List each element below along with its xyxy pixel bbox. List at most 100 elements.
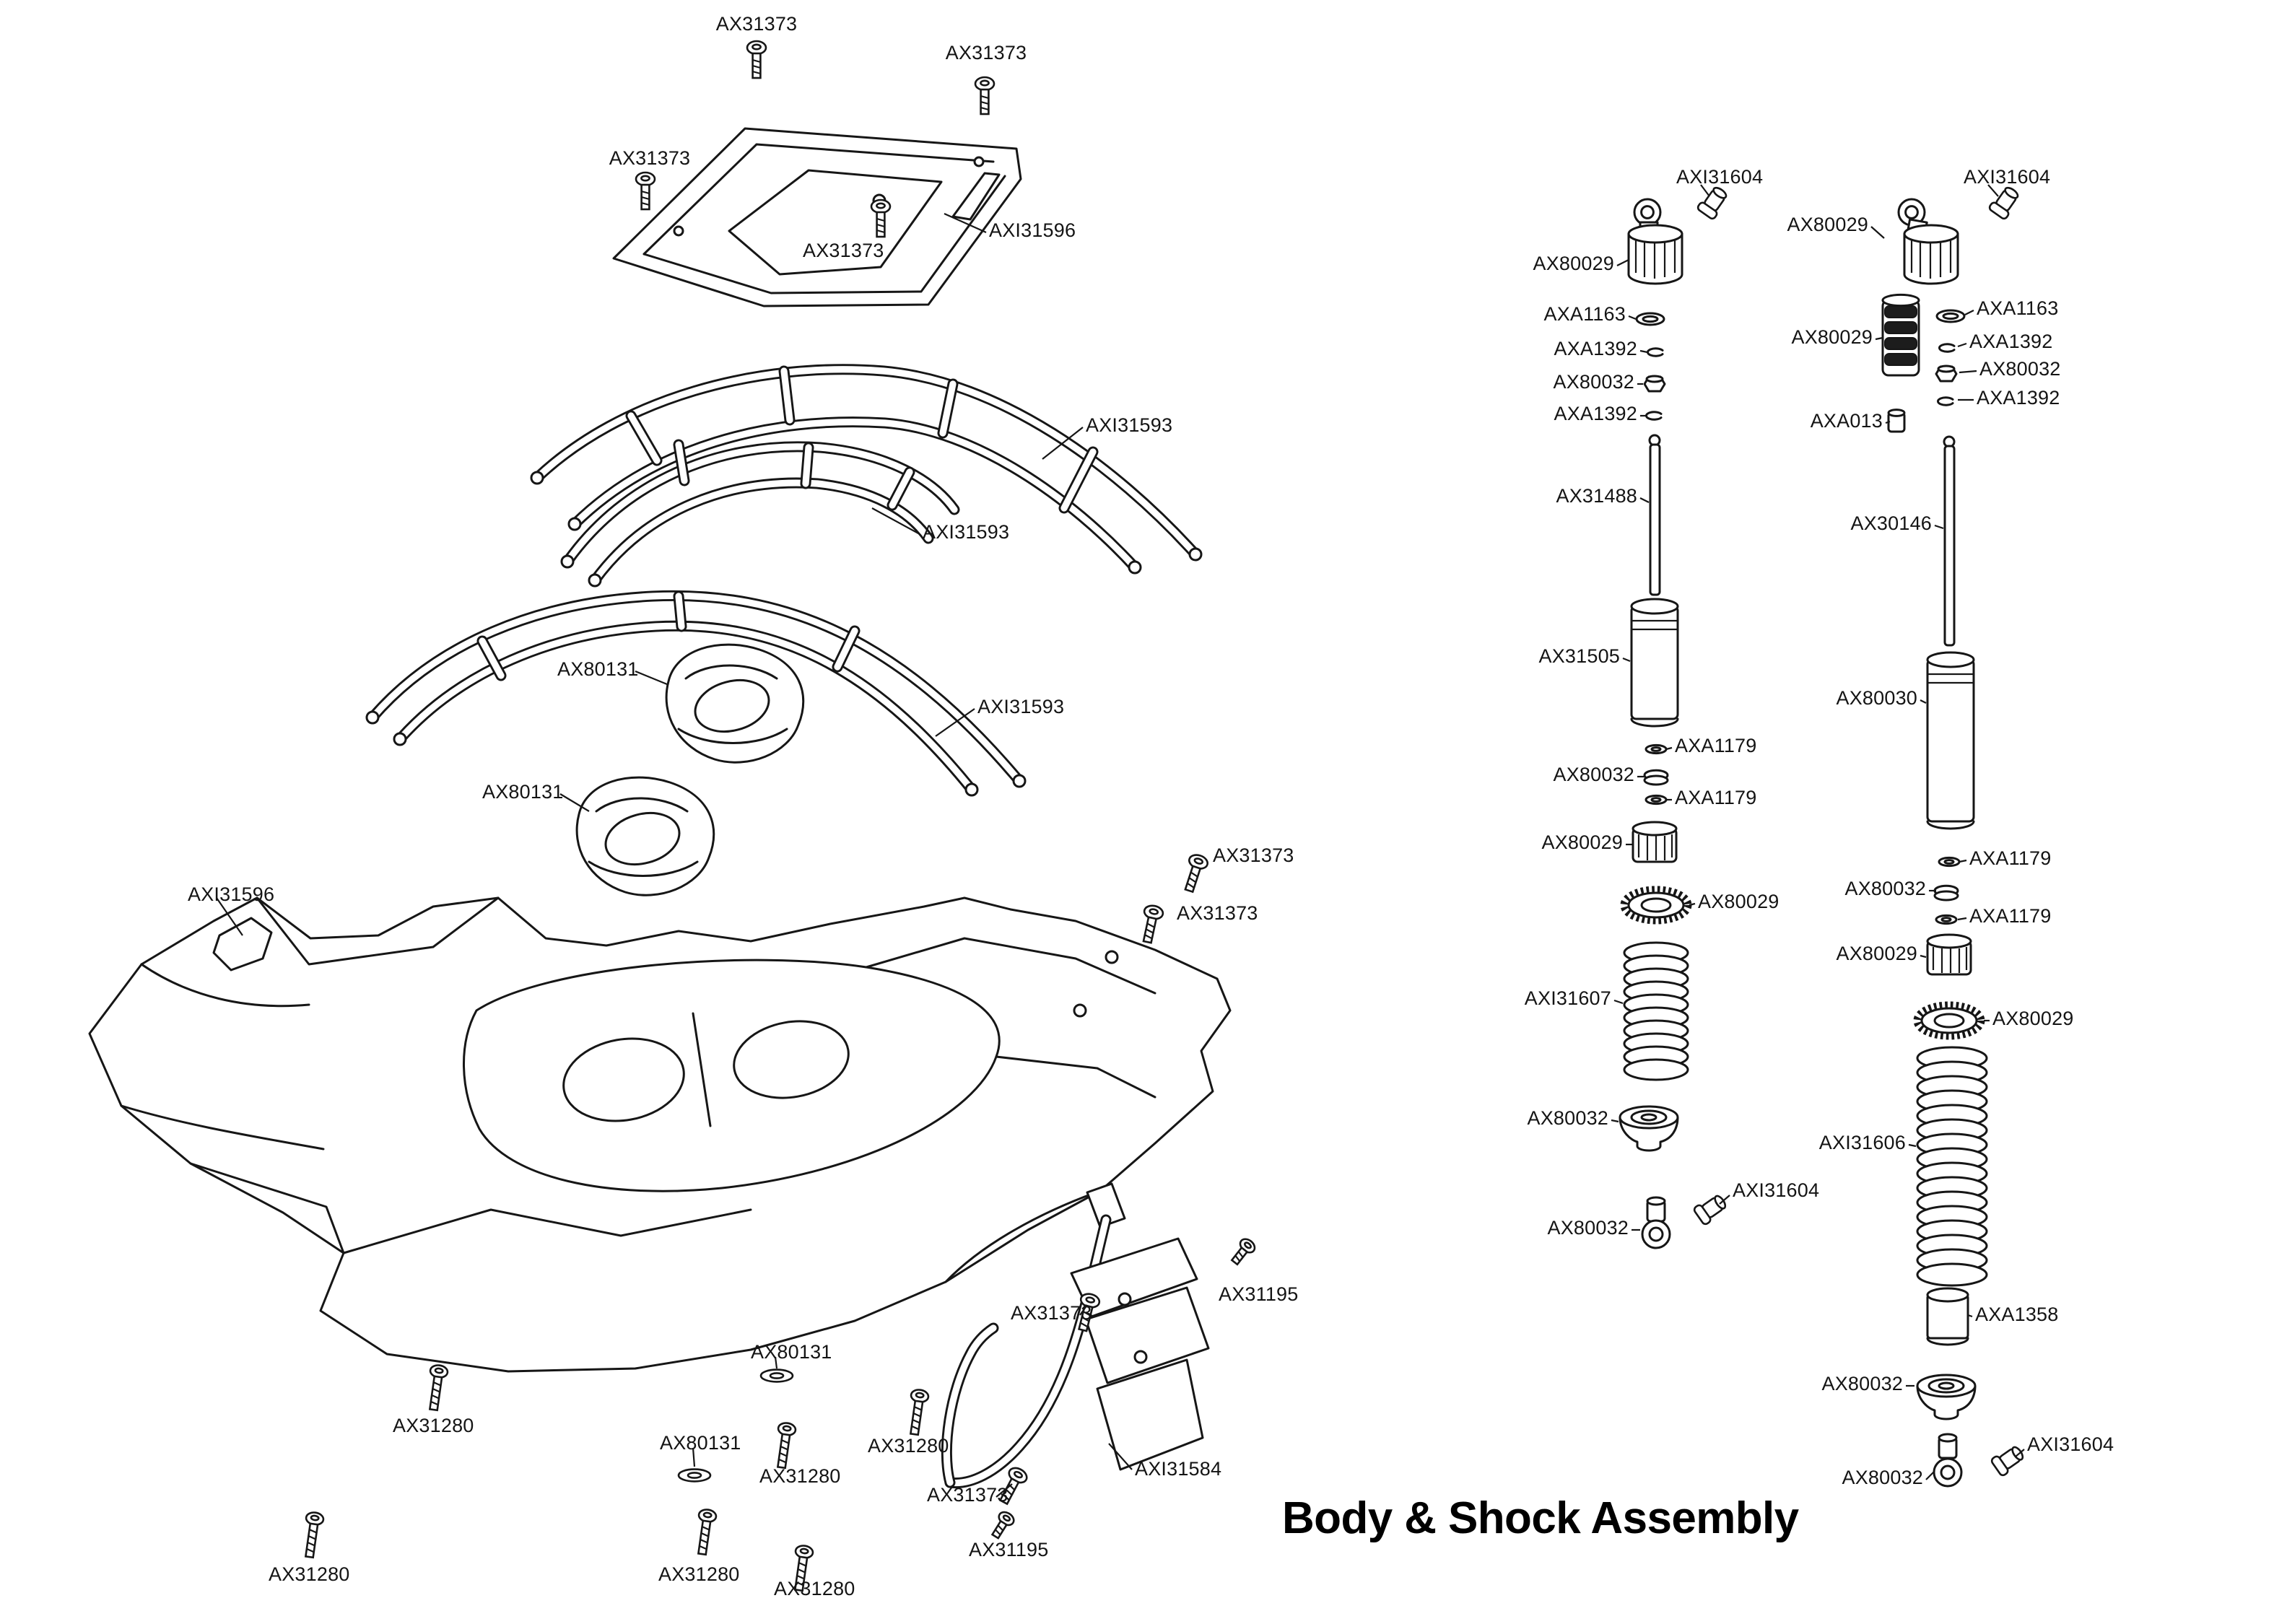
shock-right xyxy=(1881,183,2028,1488)
washer-small xyxy=(1644,743,1668,755)
piston xyxy=(1933,884,1959,902)
washer-small xyxy=(1935,914,1958,925)
shock-fitting-icon xyxy=(1695,183,1731,222)
part-label: AX80029 xyxy=(1791,326,1873,348)
part-label: AXI31593 xyxy=(923,521,1010,543)
part-label: AX31280 xyxy=(393,1415,474,1436)
part-label: AX30146 xyxy=(1850,512,1932,534)
screw-icon xyxy=(300,1510,326,1560)
seat-1 xyxy=(665,643,805,764)
threaded-collar xyxy=(1926,933,1972,976)
threaded-collar xyxy=(1632,821,1678,863)
part-label: AX80131 xyxy=(751,1341,832,1363)
part-label: AX31505 xyxy=(1538,645,1620,667)
screw-icon xyxy=(772,1420,798,1470)
clip-icon xyxy=(1937,396,1954,406)
screw-icon xyxy=(905,1387,931,1437)
ball-stud xyxy=(1887,409,1906,433)
part-label: AX31373 xyxy=(803,240,884,261)
part-label: AX31280 xyxy=(658,1563,740,1585)
part-label: AX80032 xyxy=(1527,1107,1608,1129)
part-label: AX80030 xyxy=(1836,687,1917,709)
screw-icon xyxy=(988,1509,1017,1542)
o-ring xyxy=(1635,312,1665,326)
part-label: AX31373 xyxy=(1011,1302,1092,1324)
part-label: AX31373 xyxy=(609,147,691,169)
part-label: AXI31604 xyxy=(1733,1179,1820,1201)
part-label: AX80032 xyxy=(1842,1467,1923,1488)
spring-cup xyxy=(1916,1374,1977,1420)
washer-small xyxy=(1938,856,1961,868)
seat-2 xyxy=(575,776,715,896)
part-label: AXA1392 xyxy=(1554,403,1637,424)
screw-icon xyxy=(746,40,767,79)
shock-left xyxy=(1619,183,1731,1249)
part-label: AXI31604 xyxy=(1964,166,2051,188)
part-label: AXA1163 xyxy=(1977,297,2059,319)
part-label: AX31280 xyxy=(269,1563,350,1585)
part-label: AXA1392 xyxy=(1977,387,2060,409)
o-ring xyxy=(1935,309,1966,323)
shock-cap-rod-end xyxy=(1897,198,1959,285)
part-label: AX31280 xyxy=(759,1465,841,1487)
nut xyxy=(1643,375,1666,393)
part-label: AXA1392 xyxy=(1969,331,2053,352)
part-label: AX31280 xyxy=(774,1578,855,1599)
part-label: AXI31604 xyxy=(2027,1433,2114,1455)
screw-icon xyxy=(1137,903,1165,946)
part-label: AXA1179 xyxy=(1675,787,1757,808)
part-label: AX31488 xyxy=(1556,485,1637,507)
part-label: AXA1392 xyxy=(1554,338,1637,359)
washer-small xyxy=(1644,794,1668,806)
part-label: AXA1179 xyxy=(1969,847,2052,869)
washer-icon xyxy=(677,1468,712,1483)
part-label: AX31195 xyxy=(969,1539,1049,1560)
part-label: AXA013 xyxy=(1810,410,1883,432)
spring-cup xyxy=(1619,1105,1679,1152)
preload-ring xyxy=(1913,1001,1985,1040)
spring xyxy=(1623,941,1689,1081)
screw-icon xyxy=(424,1363,450,1413)
main-body xyxy=(88,896,1232,1373)
shock-shaft xyxy=(1648,434,1661,596)
screw-icon xyxy=(692,1507,718,1557)
piston xyxy=(1643,769,1669,786)
part-label: AX31373 xyxy=(1213,844,1294,866)
part-label: AX31373 xyxy=(715,13,798,35)
shock-fitting-icon xyxy=(1987,183,2023,222)
part-label: AXI31606 xyxy=(1818,1132,1906,1153)
part-label: AX80032 xyxy=(1547,1217,1629,1239)
nut xyxy=(1935,364,1958,383)
body-mount-rear xyxy=(941,1182,1210,1489)
shock-body xyxy=(1630,598,1679,728)
part-label: AX80131 xyxy=(557,658,639,680)
part-label: AX80131 xyxy=(660,1432,741,1454)
part-label: AX80029 xyxy=(1992,1008,2074,1029)
cage-rack xyxy=(530,364,1203,575)
cage-mid xyxy=(560,439,960,588)
part-label: AX80029 xyxy=(1836,943,1917,964)
preload-spacer-stack xyxy=(1881,293,1920,377)
part-label: AX31280 xyxy=(868,1435,949,1457)
shock-fitting-icon xyxy=(1691,1191,1730,1227)
part-label: AX80032 xyxy=(1553,764,1634,785)
part-label: AXI31604 xyxy=(1676,166,1764,188)
part-label: AXA1179 xyxy=(1675,735,1757,756)
cage-side xyxy=(365,590,1027,797)
part-label: AX80029 xyxy=(1533,253,1614,274)
part-label: AX80131 xyxy=(482,781,564,803)
part-label: AXA1163 xyxy=(1543,303,1626,325)
part-label: AXA1358 xyxy=(1975,1304,2059,1325)
part-label: AX80032 xyxy=(1821,1373,1903,1394)
screw-icon xyxy=(974,76,996,115)
part-label: AX31195 xyxy=(1219,1283,1299,1305)
part-label: AXA1179 xyxy=(1969,905,2052,927)
rod-end xyxy=(1641,1196,1671,1249)
part-label: AX31373 xyxy=(945,42,1027,64)
shock-shaft xyxy=(1943,435,1956,647)
part-label: AX31373 xyxy=(1177,902,1258,924)
part-label: AX80029 xyxy=(1541,831,1623,853)
shock-body xyxy=(1926,651,1975,830)
